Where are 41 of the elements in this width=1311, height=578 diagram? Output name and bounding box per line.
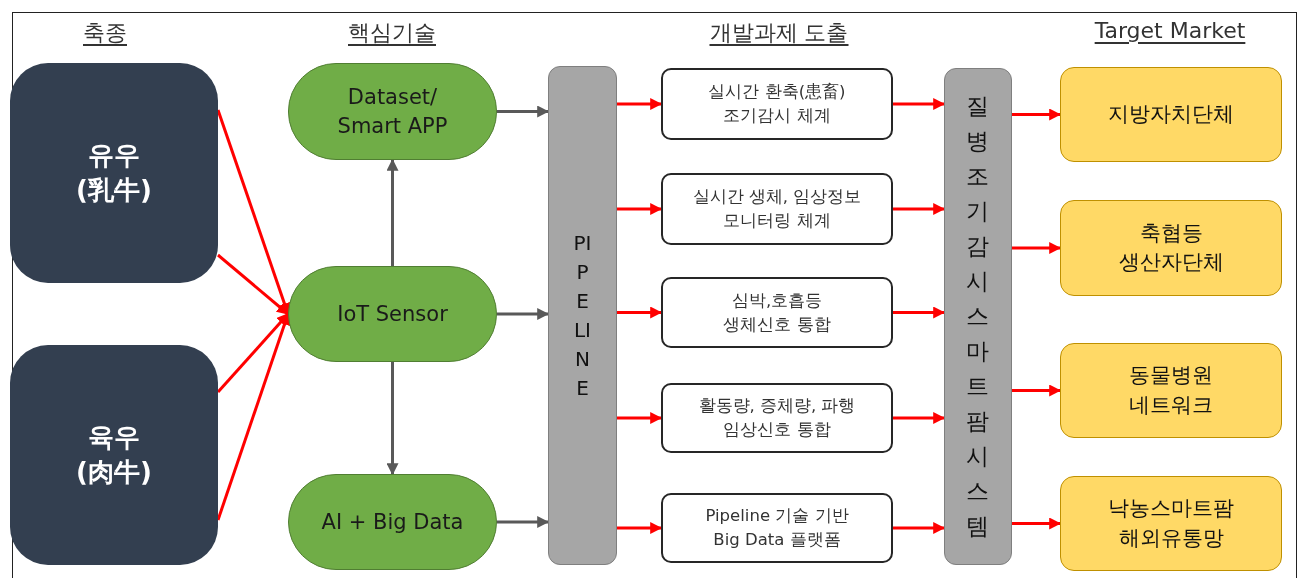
- task-box: 활동량, 증체량, 파행 임상신호 통합: [661, 383, 893, 453]
- task-box: 실시간 생체, 임상정보 모니터링 체계: [661, 173, 893, 245]
- system-bar: 질병조기감시스마트팜시스템: [944, 68, 1012, 565]
- column-heading: 축종: [83, 19, 127, 47]
- pipeline-bar: PIPELINE: [548, 66, 617, 565]
- species-box: 육우 (肉牛): [10, 345, 218, 565]
- task-box: 심박,호흡등 생체신호 통합: [661, 277, 893, 348]
- arrow: [216, 313, 290, 393]
- market-box: 축협등 생산자단체: [1060, 200, 1282, 296]
- arrow: [497, 308, 550, 320]
- arrow: [1012, 108, 1062, 121]
- arrow: [893, 306, 946, 319]
- arrow: [893, 522, 946, 534]
- arrow: [1012, 384, 1062, 397]
- species-box: 유우 (乳牛): [10, 63, 218, 283]
- column-heading: 개발과제 도출: [709, 19, 849, 47]
- arrow: [893, 203, 946, 215]
- arrow: [893, 98, 946, 110]
- arrow: [217, 253, 289, 316]
- arrow: [1012, 242, 1062, 254]
- arrow: [617, 98, 663, 110]
- task-box: 실시간 환축(患畜) 조기감시 체계: [661, 68, 893, 140]
- arrow: [617, 522, 663, 534]
- arrow: [497, 516, 550, 528]
- arrow: [386, 158, 399, 266]
- arrow: [893, 412, 946, 424]
- column-heading: Target Market: [1094, 18, 1246, 43]
- market-box: 동물병원 네트워크: [1060, 343, 1282, 438]
- arrow: [617, 412, 663, 424]
- arrow: [617, 306, 663, 319]
- task-box: Pipeline 기술 기반 Big Data 플랫폼: [661, 493, 893, 563]
- market-box: 지방자치단체: [1060, 67, 1282, 162]
- arrow: [386, 362, 399, 476]
- technology-box: AI + Big Data: [288, 474, 497, 570]
- column-heading: 핵심기술: [348, 19, 436, 47]
- technology-box: Dataset/ Smart APP: [288, 63, 497, 160]
- market-box: 낙농스마트팜 해외유통망: [1060, 476, 1282, 571]
- arrow: [497, 105, 550, 118]
- arrow: [1012, 517, 1062, 530]
- arrow: [617, 203, 663, 215]
- technology-box: IoT Sensor: [288, 266, 497, 362]
